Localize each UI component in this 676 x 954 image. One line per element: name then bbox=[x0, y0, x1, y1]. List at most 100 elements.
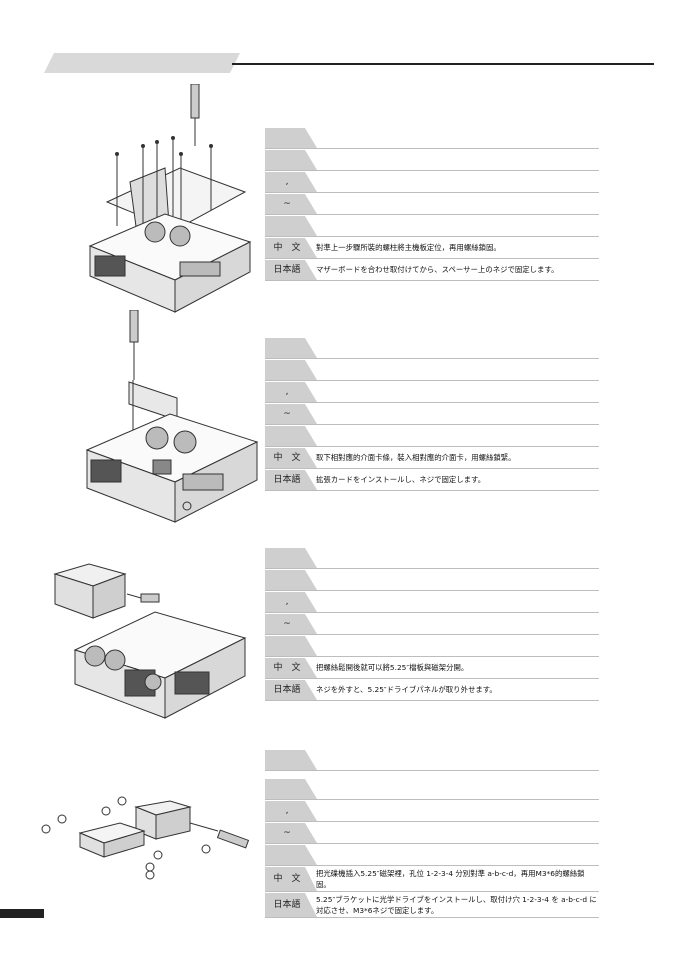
language-tab bbox=[265, 360, 317, 380]
step-row bbox=[265, 779, 599, 800]
language-label bbox=[265, 548, 309, 568]
instruction-text: マザーボードを合わせ取付けてから、スペーサー上のネジで固定します。 bbox=[316, 265, 559, 274]
instruction-text bbox=[316, 779, 599, 799]
language-label bbox=[265, 426, 309, 446]
language-tab bbox=[265, 404, 317, 424]
language-tab bbox=[265, 614, 317, 634]
instruction-text bbox=[316, 801, 599, 821]
step-row bbox=[265, 636, 599, 657]
step-row bbox=[265, 150, 599, 171]
language-label: ~ bbox=[283, 619, 291, 629]
instruction-text bbox=[316, 636, 599, 656]
language-label: ~ bbox=[283, 199, 291, 209]
language-label: 中 文 bbox=[273, 874, 301, 884]
instruction-text bbox=[316, 823, 599, 843]
language-label bbox=[265, 750, 309, 770]
step-row: , bbox=[265, 382, 599, 403]
language-tab bbox=[265, 260, 317, 280]
instruction-text bbox=[316, 360, 599, 380]
language-label bbox=[265, 636, 309, 656]
language-tab bbox=[265, 592, 317, 612]
step-section-3: , ~ 中 文 把螺絲鬆開後就可以將5.25″檔板與磁架分開。 日本語 ネジを外すと… bbox=[265, 547, 599, 701]
step-row-chinese: 中 文取下相對應的介面卡條，裝入相對應的介面卡，用螺絲鎖緊。 bbox=[265, 448, 599, 469]
step-row-japanese: 日本語拡張カードをインストールし、ネジで固定します。 bbox=[265, 470, 599, 491]
step-row: ~ bbox=[265, 614, 599, 635]
instruction-text bbox=[316, 570, 599, 590]
language-label: 日本語 bbox=[273, 685, 301, 695]
step-row bbox=[265, 128, 599, 149]
step-row-chinese: 中 文 把螺絲鬆開後就可以將5.25″檔板與磁架分開。 bbox=[265, 658, 599, 679]
instruction-text bbox=[316, 548, 599, 568]
language-tab bbox=[265, 570, 317, 590]
language-tab bbox=[265, 845, 317, 865]
step-row bbox=[265, 548, 599, 569]
language-label bbox=[265, 128, 309, 148]
language-label: 中 文 bbox=[273, 453, 301, 463]
step-row bbox=[265, 750, 599, 771]
section-header-tab bbox=[44, 53, 240, 73]
language-label bbox=[265, 150, 309, 170]
step-row bbox=[265, 845, 599, 866]
step-row: ~ bbox=[265, 404, 599, 425]
instruction-text bbox=[316, 172, 599, 192]
language-tab bbox=[265, 750, 317, 770]
step-row bbox=[265, 426, 599, 447]
step-row bbox=[265, 570, 599, 591]
step-row-japanese: 日本語 ネジを外すと、5.25″ドライブパネルが取り外せます。 bbox=[265, 680, 599, 701]
instruction-text bbox=[316, 216, 599, 236]
step-row-japanese: 日本語 マザーボードを合わせ取付けてから、スペーサー上のネジで固定します。 bbox=[265, 260, 599, 281]
language-tab bbox=[265, 194, 317, 214]
step-row: ~ bbox=[265, 194, 599, 215]
language-label bbox=[265, 360, 309, 380]
step-row-chinese: 中 文把光碟機插入5.25″磁架裡，孔位 1-2-3-4 分別對準 a-b-c-… bbox=[265, 867, 599, 892]
language-tab bbox=[265, 801, 317, 821]
language-label bbox=[265, 216, 309, 236]
language-label: 日本語 bbox=[273, 475, 301, 485]
language-label bbox=[265, 570, 309, 590]
language-tab bbox=[265, 172, 317, 192]
step-section-4: , ~ 中 文把光碟機插入5.25″磁架裡，孔位 1-2-3-4 分別對準 a-… bbox=[265, 749, 599, 918]
instruction-text bbox=[316, 750, 599, 770]
step-section-1: , ~ 中 文對準上一步驟所裝的螺柱將主機板定位，再用螺絲鎖固。 日本語 マザーボ… bbox=[265, 127, 599, 281]
language-tab bbox=[265, 636, 317, 656]
step-row-chinese: 中 文對準上一步驟所裝的螺柱將主機板定位，再用螺絲鎖固。 bbox=[265, 238, 599, 259]
language-tab bbox=[265, 470, 317, 490]
language-label: 日本語 bbox=[273, 900, 301, 910]
step-row bbox=[265, 360, 599, 381]
language-label bbox=[265, 779, 309, 799]
language-tab bbox=[265, 150, 317, 170]
instruction-text bbox=[316, 426, 599, 446]
step-row bbox=[265, 338, 599, 359]
illustration-drive-panel-removal bbox=[53, 563, 247, 719]
language-tab bbox=[265, 548, 317, 568]
step-row: , bbox=[265, 172, 599, 193]
instruction-text bbox=[316, 592, 599, 612]
language-tab bbox=[265, 382, 317, 402]
language-tab bbox=[265, 426, 317, 446]
language-tab bbox=[265, 448, 317, 468]
instruction-text: 把螺絲鬆開後就可以將5.25″檔板與磁架分開。 bbox=[316, 663, 469, 672]
language-label: ~ bbox=[283, 828, 291, 838]
language-label bbox=[265, 338, 309, 358]
language-label: 中 文 bbox=[273, 663, 301, 673]
instruction-text bbox=[316, 845, 599, 865]
instruction-text bbox=[316, 614, 599, 634]
language-label: , bbox=[285, 177, 289, 187]
instruction-text: ネジを外すと、5.25″ドライブパネルが取り外せます。 bbox=[316, 685, 497, 694]
illustration-expansion-card bbox=[85, 310, 259, 523]
language-tab bbox=[265, 338, 317, 358]
illustration-motherboard-install bbox=[88, 84, 252, 313]
step-row: , bbox=[265, 801, 599, 822]
step-row: , bbox=[265, 592, 599, 613]
step-row: ~ bbox=[265, 823, 599, 844]
instruction-text bbox=[316, 150, 599, 170]
language-label bbox=[265, 845, 309, 865]
step-row bbox=[265, 216, 599, 237]
language-label: , bbox=[285, 597, 289, 607]
language-label: 中 文 bbox=[273, 243, 301, 253]
language-label: 日本語 bbox=[273, 265, 301, 275]
language-label: , bbox=[285, 387, 289, 397]
illustration-optical-drive-install bbox=[41, 796, 250, 880]
language-label: , bbox=[285, 806, 289, 816]
